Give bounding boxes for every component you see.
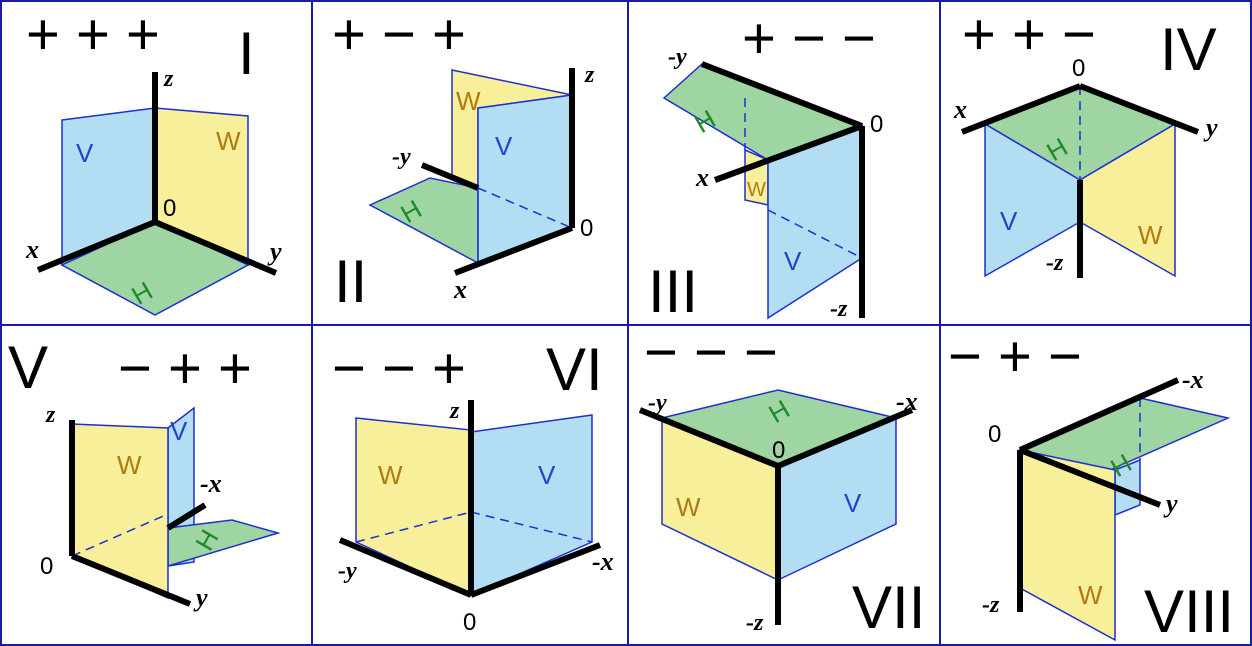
axis-label-x: x bbox=[25, 235, 39, 264]
octant-6: W V VI − − + 0 z -y -x bbox=[332, 336, 614, 636]
plane-v bbox=[477, 94, 573, 265]
axis-x bbox=[453, 225, 574, 276]
axis-label-x: x bbox=[953, 95, 967, 124]
octant-sign-triplet: − + − bbox=[948, 324, 1082, 389]
octant-roman-numeral: VIII bbox=[1144, 578, 1234, 645]
octant-1: V W H I + + + 0 z x y bbox=[25, 2, 282, 316]
axis-label-x: -x bbox=[200, 469, 222, 498]
octant-sign-triplet: + − + bbox=[332, 2, 466, 67]
hidden-edge bbox=[767, 209, 863, 259]
plane-w-letter: W bbox=[378, 460, 403, 490]
axis-label-y: -y bbox=[392, 144, 411, 170]
origin-label: 0 bbox=[772, 437, 785, 464]
plane-v-letter: V bbox=[784, 246, 802, 276]
plane-w-letter: W bbox=[1138, 220, 1163, 250]
origin-label: 0 bbox=[40, 553, 53, 580]
plane-v-letter: V bbox=[495, 131, 513, 161]
origin-label: 0 bbox=[988, 421, 1001, 448]
hidden-edge bbox=[355, 511, 472, 543]
axis-label-z: z bbox=[45, 402, 56, 428]
origin-label: 0 bbox=[870, 111, 883, 138]
axis-label-x: x bbox=[695, 163, 709, 192]
octant-roman-numeral: IV bbox=[1160, 16, 1217, 83]
axis-y bbox=[338, 537, 473, 598]
octant-roman-numeral: VII bbox=[852, 574, 925, 641]
plane-v-letter: V bbox=[844, 488, 862, 518]
octant-sign-triplet: + + − bbox=[962, 2, 1096, 67]
axis-label-z: z bbox=[584, 62, 595, 88]
axis-y bbox=[1018, 447, 1162, 508]
axis-x bbox=[166, 502, 207, 531]
axes bbox=[36, 72, 278, 276]
plane-v-letter: V bbox=[1000, 206, 1018, 236]
octant-roman-numeral: I bbox=[238, 20, 255, 87]
axis-label-y: -y bbox=[648, 390, 667, 416]
octant-sign-triplet: + − − bbox=[742, 6, 876, 71]
axis-x bbox=[1018, 377, 1180, 453]
origin-label: 0 bbox=[163, 195, 176, 222]
axis-y bbox=[420, 162, 480, 191]
plane-v-letter: V bbox=[170, 416, 188, 446]
axis-label-z: z bbox=[449, 398, 460, 424]
octant-roman-numeral: II bbox=[334, 248, 367, 315]
plane-w-letter: W bbox=[1078, 580, 1103, 610]
hidden-edge bbox=[470, 511, 593, 543]
axis-label-y: -y bbox=[338, 558, 357, 584]
plane-w-letter: W bbox=[117, 450, 142, 480]
axis-label-x: x bbox=[453, 275, 467, 304]
axis-label-x: -x bbox=[592, 547, 614, 576]
axis-y bbox=[638, 407, 780, 469]
axis-label-y: y bbox=[1163, 489, 1178, 518]
axis-x bbox=[713, 123, 864, 183]
axis-label-y: y bbox=[267, 237, 282, 266]
origin-label: 0 bbox=[463, 609, 476, 636]
octant-2: W V H II + − + 0 z x -y bbox=[332, 2, 595, 315]
plane-v-letter: V bbox=[538, 460, 556, 490]
octant-5: V W H V − + + 0 z -x y bbox=[8, 334, 281, 612]
axis-label-x: -x bbox=[1182, 365, 1204, 394]
axis-y bbox=[700, 61, 864, 129]
axis-label-y: y bbox=[1203, 113, 1218, 142]
axis-label-z: -z bbox=[746, 610, 764, 636]
plane-w-letter: W bbox=[747, 179, 766, 201]
octant-8: H W VIII − + − 0 -x y -z bbox=[948, 324, 1234, 645]
origin-label: 0 bbox=[580, 215, 593, 242]
axis-x bbox=[469, 542, 602, 598]
octant-roman-numeral: III bbox=[648, 258, 698, 325]
hidden-edge bbox=[71, 513, 169, 557]
axis-label-z: -z bbox=[830, 296, 848, 322]
origin-label: 0 bbox=[1072, 55, 1085, 82]
axis-label-x: -x bbox=[896, 387, 918, 416]
octant-4: H V W IV + + − 0 x y -z bbox=[953, 2, 1218, 278]
octant-sign-triplet: − − − bbox=[644, 320, 778, 385]
octant-sign-triplet: + + + bbox=[26, 2, 160, 67]
octant-roman-numeral: V bbox=[8, 334, 48, 401]
plane-h bbox=[167, 519, 281, 568]
hidden-edge bbox=[477, 187, 573, 229]
octant-sign-triplet: − − + bbox=[332, 336, 466, 401]
axis-x bbox=[776, 407, 914, 469]
octant-sign-triplet: − + + bbox=[118, 336, 252, 401]
axis-y bbox=[153, 219, 278, 276]
octant-3: H W V III + − − 0 -y x -z bbox=[648, 6, 883, 325]
axis-x bbox=[36, 219, 157, 273]
axis-y bbox=[1078, 83, 1200, 135]
axis-label-z: -z bbox=[982, 592, 1000, 618]
axis-label-y: y bbox=[193, 583, 208, 612]
plane-w-letter: W bbox=[216, 126, 241, 156]
axis-x bbox=[960, 83, 1082, 135]
plane-w-letter: W bbox=[456, 86, 481, 116]
axis-label-y: -y bbox=[668, 44, 687, 70]
plane-v-letter: V bbox=[76, 138, 94, 168]
plane-w-letter: W bbox=[676, 492, 701, 522]
axis-label-z: -z bbox=[1046, 250, 1064, 276]
axis-label-z: z bbox=[163, 66, 174, 92]
plane-w bbox=[1019, 449, 1116, 642]
plane-v bbox=[470, 414, 593, 597]
axis-y bbox=[70, 553, 192, 607]
octant-7: H W V VII − − − 0 -y -x -z bbox=[638, 320, 925, 641]
octant-roman-numeral: VI bbox=[546, 336, 603, 403]
